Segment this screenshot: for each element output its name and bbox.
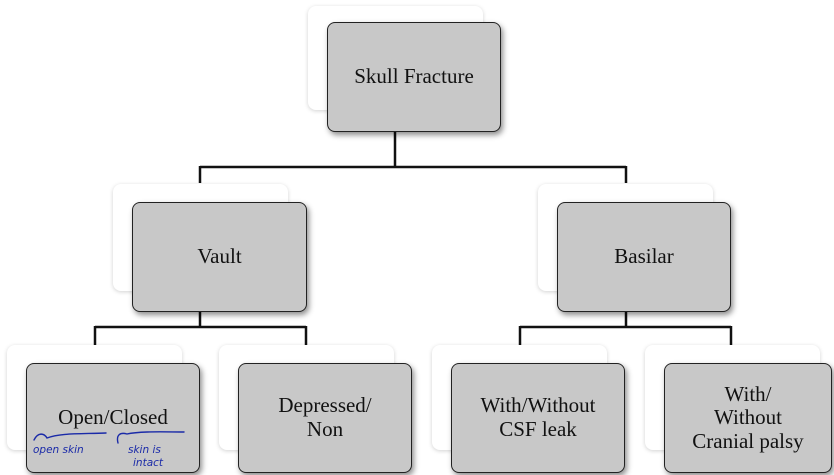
open-underline — [33, 432, 107, 441]
vault-node: Vault — [132, 202, 307, 312]
vault-node-label: Vault — [197, 244, 242, 269]
root-node: Skull Fracture — [327, 22, 501, 132]
depressed-node-label: Depressed/ Non — [278, 393, 372, 441]
depressed-node: Depressed/ Non — [238, 363, 412, 473]
basilar-node: Basilar — [557, 202, 731, 312]
closed-annotation-line2: intact — [133, 457, 164, 469]
closed-annotation-line1: skin is — [128, 444, 161, 456]
cranial-palsy-node: With/ Without Cranial palsy — [664, 363, 832, 473]
cranial-palsy-node-label: With/ Without Cranial palsy — [692, 381, 804, 453]
root-node-label: Skull Fracture — [354, 64, 474, 89]
csf-leak-node-label: With/Without CSF leak — [480, 393, 596, 441]
closed-underline — [116, 431, 185, 444]
open-closed-node-label: Open/Closed — [58, 405, 168, 430]
open-closed-node: Open/Closed — [26, 363, 200, 473]
basilar-node-label: Basilar — [614, 244, 674, 269]
open-annotation: open skin — [33, 444, 84, 456]
csf-leak-node: With/Without CSF leak — [451, 363, 625, 473]
